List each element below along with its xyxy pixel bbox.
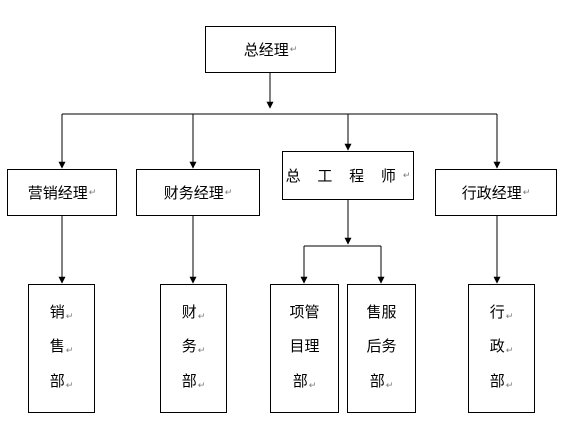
node-sales-manager: 营销经理↵ (7, 169, 117, 216)
paragraph-mark-icon: ↵ (289, 44, 298, 55)
dept-text-line: 政 (489, 337, 505, 355)
paragraph-mark-icon: ↵ (65, 311, 74, 322)
dept-text-line: 务 (181, 337, 197, 355)
dept-text-line: 部 (489, 371, 505, 390)
dept-text-line: 售 (49, 337, 65, 355)
root-node-general-manager: 总经理↵ (205, 26, 336, 73)
dept-text-line: 售服 (366, 302, 397, 321)
paragraph-mark-icon: ↵ (197, 311, 206, 322)
node-chief-engineer: 总 工 程 师↵ (282, 151, 414, 200)
paragraph-mark-icon: ↵ (385, 380, 394, 391)
node-label: 总 工 程 师 (285, 167, 402, 185)
paragraph-mark-icon: ↵ (224, 187, 233, 198)
dept-text-line: 后务 (366, 337, 397, 355)
node-after-sales-dept: 售服 后务 部↵ (347, 284, 416, 413)
dept-text-line: 部 (181, 371, 197, 390)
node-project-mgmt-dept: 项管 目理 部↵ (270, 284, 339, 413)
node-finance-manager: 财务经理↵ (136, 169, 260, 216)
paragraph-mark-icon: ↵ (65, 380, 74, 391)
paragraph-mark-icon: ↵ (308, 380, 317, 391)
paragraph-mark-icon: ↵ (505, 311, 514, 322)
dept-text-line: 项管 (289, 302, 320, 321)
node-label: 财务经理 (163, 184, 224, 202)
node-sales-dept: 销↵ 售↵ 部↵ (28, 284, 95, 413)
root-label: 总经理 (243, 41, 289, 59)
paragraph-mark-icon: ↵ (505, 346, 514, 356)
dept-text-line: 部 (49, 371, 65, 390)
dept-text-line: 部 (292, 371, 308, 390)
paragraph-mark-icon: ↵ (197, 380, 206, 391)
dept-text-line: 财 (181, 302, 197, 321)
paragraph-mark-icon: ↵ (65, 346, 74, 356)
paragraph-mark-icon: ↵ (522, 187, 531, 198)
node-admin-manager: 行政经理↵ (435, 169, 557, 216)
node-admin-dept: 行↵ 政↵ 部↵ (468, 284, 535, 413)
node-finance-dept: 财↵ 务↵ 部↵ (160, 284, 227, 413)
dept-text-line: 部 (369, 371, 385, 390)
node-label: 行政经理 (461, 184, 522, 202)
dept-text-line: 目理 (289, 337, 320, 355)
dept-text-line: 销 (49, 302, 65, 321)
node-label: 营销经理 (27, 184, 88, 202)
paragraph-mark-icon: ↵ (197, 346, 206, 356)
paragraph-mark-icon: ↵ (505, 380, 514, 391)
dept-text-line: 行 (489, 302, 505, 321)
paragraph-mark-icon: ↵ (402, 170, 411, 181)
paragraph-mark-icon: ↵ (88, 187, 97, 198)
